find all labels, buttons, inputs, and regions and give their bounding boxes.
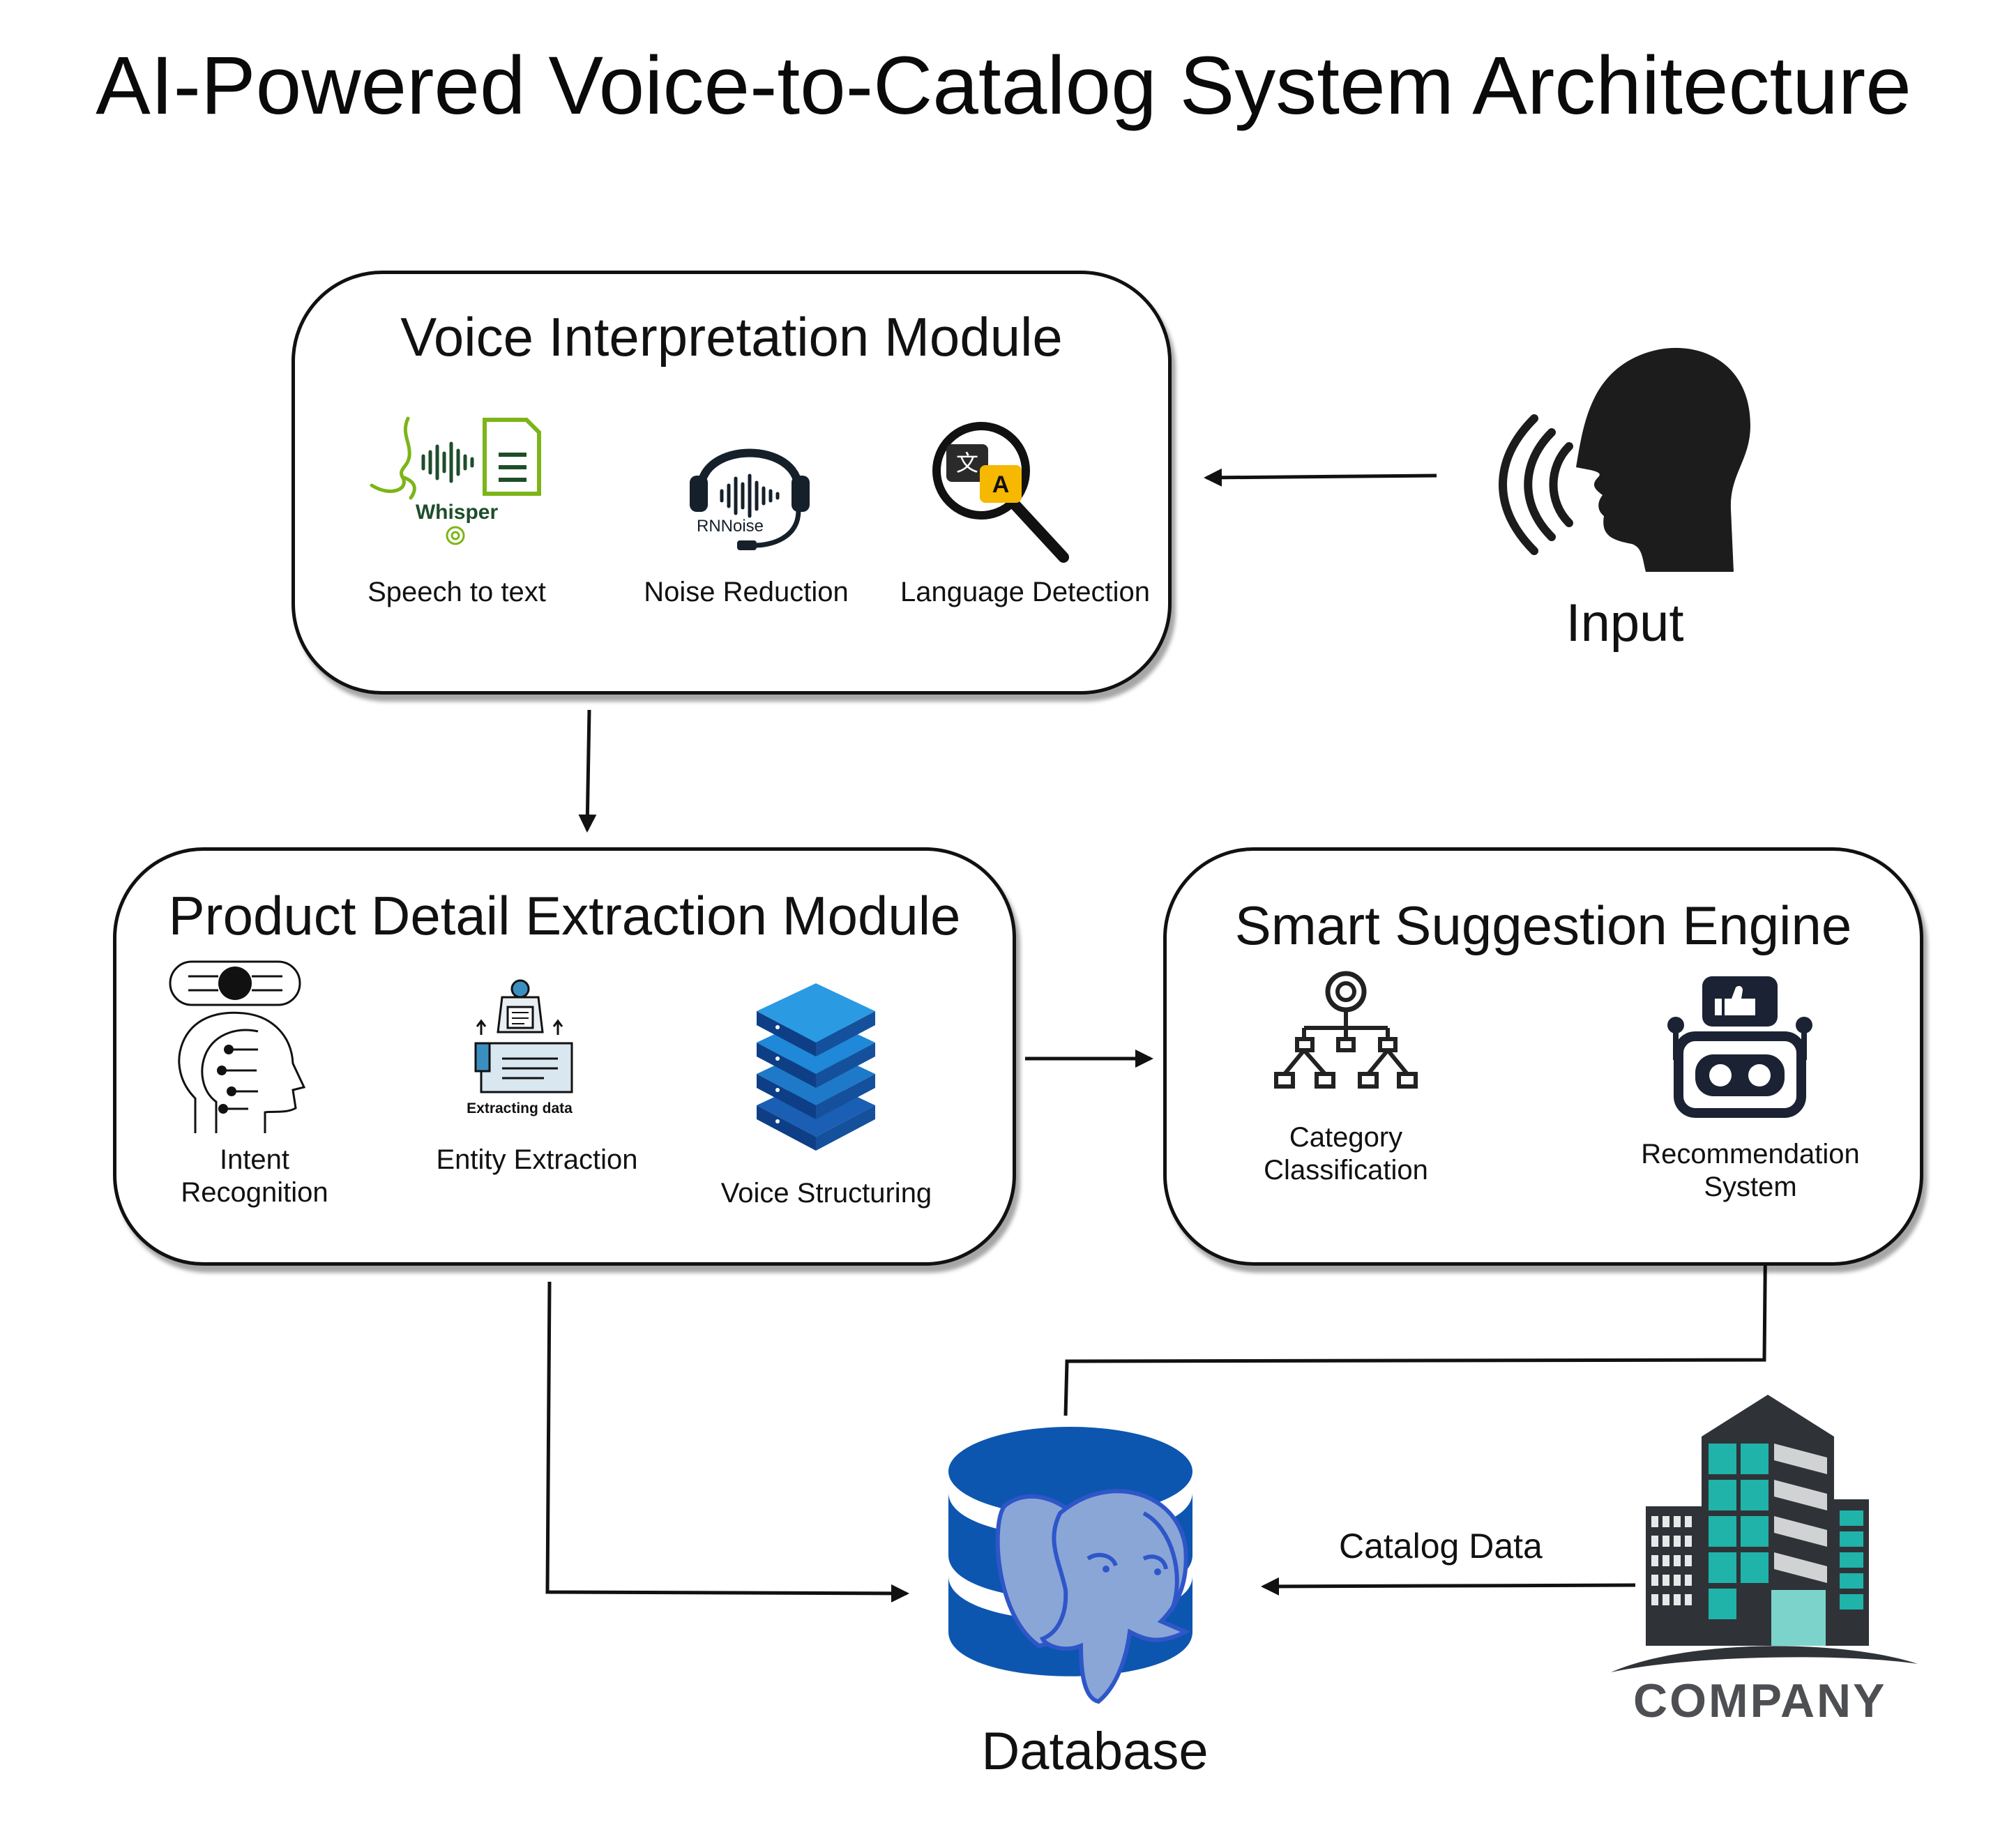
recommendation-label-line2: System: [1704, 1172, 1797, 1203]
extraction-module-title: Product Detail Extraction Module: [168, 885, 961, 946]
rnnoise-logo-text: RNNoise: [697, 517, 764, 536]
building-icon: [1611, 1395, 1918, 1672]
language-detection-label: Language Detection: [900, 577, 1151, 607]
extracting-data-text: Extracting data: [467, 1100, 573, 1116]
category-classification-label: Category Classification: [1241, 1121, 1451, 1187]
category-label-line1: Category: [1289, 1122, 1403, 1153]
arrow-database-to-recommendation: [1063, 1212, 1766, 1416]
voice-structuring-label: Voice Structuring: [720, 1178, 932, 1209]
arrow-extraction-to-database: [545, 1281, 909, 1603]
recommendation-system-label: Recommendation System: [1635, 1138, 1865, 1204]
arrow-input-to-voice: [1204, 468, 1437, 487]
noise-reduction-label: Noise Reduction: [644, 577, 849, 607]
suggestion-engine-title: Smart Suggestion Engine: [1234, 895, 1852, 956]
svg-text:文: 文: [956, 450, 978, 476]
arrow-voice-to-extraction: [578, 709, 597, 833]
whisper-logo-text: Whisper: [416, 501, 499, 524]
whisper-speech-icon: Whisper: [370, 416, 541, 545]
hierarchy-icon: [1274, 971, 1418, 1089]
translate-magnifier-icon: 文 A: [932, 422, 1069, 563]
intent-recognition-label: Intent Recognition: [150, 1144, 359, 1209]
ai-head-icon: [169, 960, 306, 1133]
speaking-head-icon: [1499, 347, 1750, 572]
database-label: Database: [981, 1722, 1209, 1781]
headphones-icon: RNNoise: [690, 448, 810, 550]
input-label: Input: [1566, 593, 1684, 653]
intent-label-line1: Intent: [219, 1144, 290, 1175]
arrow-company-to-database: [1261, 1577, 1636, 1596]
speech-to-text-label: Speech to text: [368, 577, 546, 607]
company-label: COMPANY: [1633, 1674, 1887, 1727]
robot-icon: [1667, 976, 1812, 1118]
category-label-line2: Classification: [1264, 1155, 1428, 1186]
page-title: AI-Powered Voice-to-Catalog System Archi…: [96, 40, 1911, 132]
voice-module-title: Voice Interpretation Module: [400, 306, 1063, 368]
server-stack-icon: [757, 983, 875, 1151]
postgres-database-icon: [948, 1427, 1192, 1704]
translate-a-glyph: A: [992, 471, 1010, 498]
intent-label-line2: Recognition: [181, 1177, 328, 1209]
extracting-data-icon: Extracting data: [467, 979, 573, 1116]
catalog-data-label: Catalog Data: [1339, 1527, 1543, 1566]
recommendation-label-line1: Recommendation: [1641, 1139, 1860, 1169]
entity-extraction-label: Entity Extraction: [436, 1144, 638, 1175]
